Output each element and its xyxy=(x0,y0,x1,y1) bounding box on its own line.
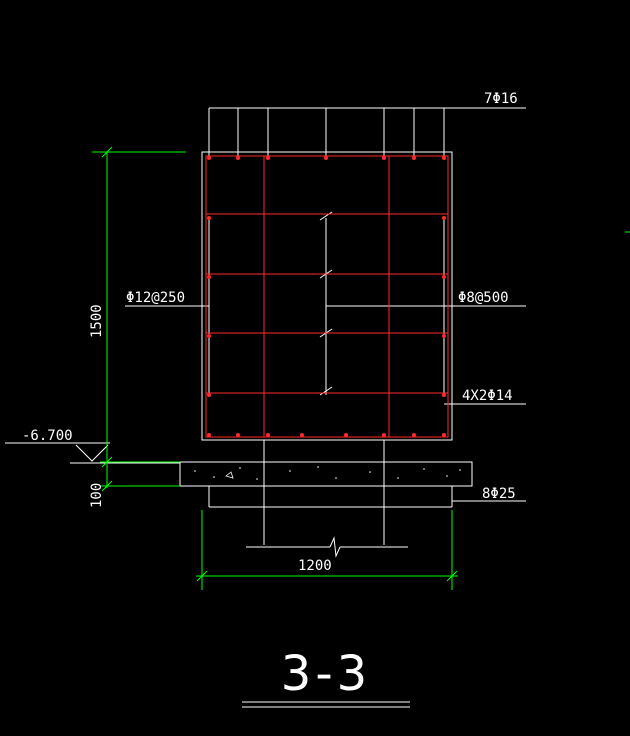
right-tie-label: Φ8@500 xyxy=(458,290,509,306)
section-title: 3-3 xyxy=(281,646,371,702)
width-dimension: 1200 xyxy=(298,558,332,574)
rebar-dots xyxy=(207,156,446,437)
rebar-grid xyxy=(205,155,449,438)
height-dimension: 1500 xyxy=(89,304,105,338)
concrete-outline xyxy=(5,107,526,708)
base-aggregate xyxy=(225,471,234,479)
dimension-lines xyxy=(92,146,630,590)
bottom-bars-label: 8Φ25 xyxy=(482,486,516,502)
base-dimension: 100 xyxy=(89,483,105,508)
elevation-label: -6.700 xyxy=(22,428,73,444)
mid-bars-label: 4X2Φ14 xyxy=(462,388,513,404)
top-bars-label: 7Φ16 xyxy=(484,91,518,107)
side-stirrup-label: Φ12@250 xyxy=(126,290,185,306)
base-hatch xyxy=(194,466,461,480)
